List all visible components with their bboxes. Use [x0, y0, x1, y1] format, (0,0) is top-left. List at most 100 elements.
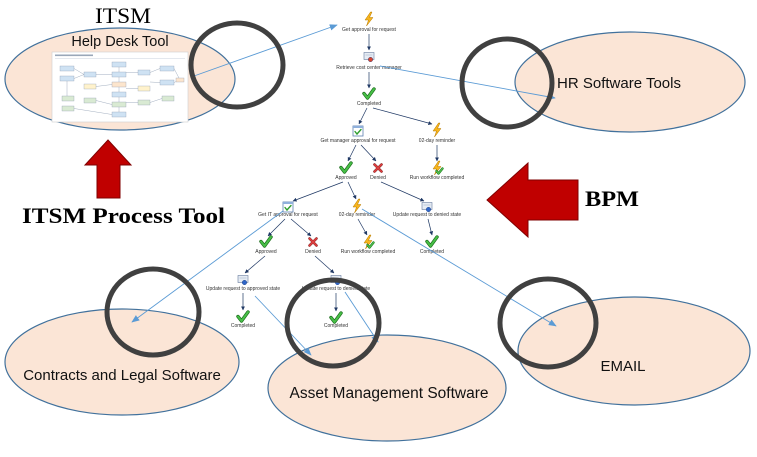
thumbnail-box — [111, 81, 127, 88]
workflow-node: Run workflow completed — [410, 160, 465, 181]
check-shape — [366, 241, 375, 249]
workflow-connector — [360, 144, 377, 162]
check-icon — [259, 235, 273, 248]
workflow-node: Completed — [231, 310, 255, 329]
workflow-connector — [267, 218, 286, 237]
thumbnail-box — [159, 79, 175, 86]
thumbnail-connector — [95, 84, 113, 87]
workflow-node-label: Run workflow completed — [341, 249, 396, 255]
task-icon — [282, 201, 294, 213]
workflow-node: Get IT approval for request — [258, 201, 318, 218]
workflow-node-label: Completed — [324, 323, 348, 329]
thumbnail-connector — [149, 81, 161, 83]
thumbnail-box — [137, 69, 151, 76]
contracts-legal-software-ellipse — [4, 308, 240, 416]
lightning-check-icon — [432, 160, 444, 176]
asset-management-software-ellipse — [267, 334, 507, 442]
workflow-node: Completed — [324, 311, 348, 329]
activity-dot — [426, 207, 431, 212]
link-workflow-to-asset-2 — [344, 291, 379, 343]
workflow-node-label: Update request to approved state — [206, 286, 280, 292]
workflow-connector — [347, 181, 357, 200]
activity-dot — [368, 57, 373, 62]
thumbnail-box — [61, 95, 75, 102]
lightning-icon — [432, 122, 442, 138]
workflow-node: Approved — [335, 161, 357, 181]
check-shape — [426, 236, 438, 247]
highlight-circle-contracts — [104, 266, 202, 358]
check-shape — [330, 312, 342, 323]
workflow-node-label: Update request to denied state — [302, 286, 371, 292]
workflow-connector — [290, 218, 312, 237]
check-icon — [425, 235, 439, 248]
thumbnail-connector — [73, 108, 113, 115]
workflow-connector — [244, 255, 266, 274]
thumbnail-box — [59, 75, 75, 82]
link-workflow-to-contracts — [131, 210, 284, 323]
workflow-node: Update request to approved state — [206, 275, 280, 292]
link-workflow-to-hr — [379, 65, 556, 100]
integration-point-circles — [104, 20, 599, 370]
thumbnail-connector — [73, 74, 85, 79]
up-arrow-icon — [83, 139, 133, 199]
workflow-node-label: Run workflow completed — [410, 175, 465, 181]
help-desk-tool-label: Help Desk Tool — [71, 34, 168, 50]
itsm-process-tool-label: ITSM Process Tool — [22, 203, 225, 228]
workflow-node: Completed — [420, 235, 444, 255]
thumbnail-box — [111, 101, 127, 108]
check-icon — [362, 87, 376, 100]
workflow-node: Get manager approval for request — [320, 125, 396, 144]
check-shape — [260, 236, 272, 247]
activity-dot — [242, 280, 247, 285]
workflow-node: Retrieve cost center manager — [336, 52, 402, 71]
task-icon — [352, 125, 364, 137]
link-workflow-to-asset-1 — [254, 295, 312, 356]
highlight-circle-email — [497, 276, 599, 370]
workflow-node: 02-day reminder — [419, 122, 456, 144]
workflow-node-label: Get manager approval for request — [320, 138, 396, 144]
check-shape — [237, 311, 249, 322]
workflow-connector — [427, 218, 434, 236]
task-check — [284, 204, 292, 212]
thumbnail-box — [59, 65, 75, 72]
highlight-circle-help-desk — [188, 20, 286, 110]
workflow-connector — [372, 107, 433, 125]
activity-icon — [421, 202, 433, 212]
workflow-node: Completed — [357, 87, 381, 107]
thumbnail-box — [175, 77, 185, 83]
thumbnail-box — [83, 97, 97, 104]
check-icon — [339, 161, 353, 174]
workflow-node: 02-day reminder — [339, 198, 376, 218]
thumbnail-box — [111, 61, 127, 68]
thumbnail-title-bar — [55, 54, 93, 57]
help-desk-screenshot-thumbnail — [51, 51, 189, 123]
lightning-shape — [364, 11, 374, 27]
workflow-node: Denied — [305, 237, 321, 255]
workflow-node-label: Retrieve cost center manager — [336, 65, 402, 71]
thumbnail-rule — [55, 58, 185, 59]
bpm-label: BPM — [585, 186, 639, 211]
hr-software-tools-label: HR Software Tools — [557, 75, 681, 92]
check-shape — [435, 167, 444, 175]
workflow-node-label: 02-day reminder — [419, 138, 456, 144]
workflow-node: Denied — [370, 163, 386, 181]
thumbnail-box — [137, 99, 151, 106]
thumbnail-box — [137, 85, 151, 92]
lightning-icon — [352, 198, 362, 214]
email-ellipse — [517, 296, 751, 406]
thumbnail-box — [111, 71, 127, 78]
workflow-node-label: Get IT approval for request — [258, 212, 318, 218]
thumbnail-connector — [95, 100, 113, 105]
thumbnail-box — [61, 105, 75, 112]
cross-shape — [308, 237, 318, 247]
workflow-node-label: Completed — [357, 101, 381, 107]
cross-icon — [373, 163, 383, 173]
workflow-connector — [292, 181, 344, 202]
link-help-desk-to-approval — [193, 24, 338, 77]
workflow-node-label: 02-day reminder — [339, 212, 376, 218]
check-icon — [236, 310, 250, 323]
activity-icon — [237, 275, 249, 285]
thumbnail-connector — [149, 68, 161, 73]
